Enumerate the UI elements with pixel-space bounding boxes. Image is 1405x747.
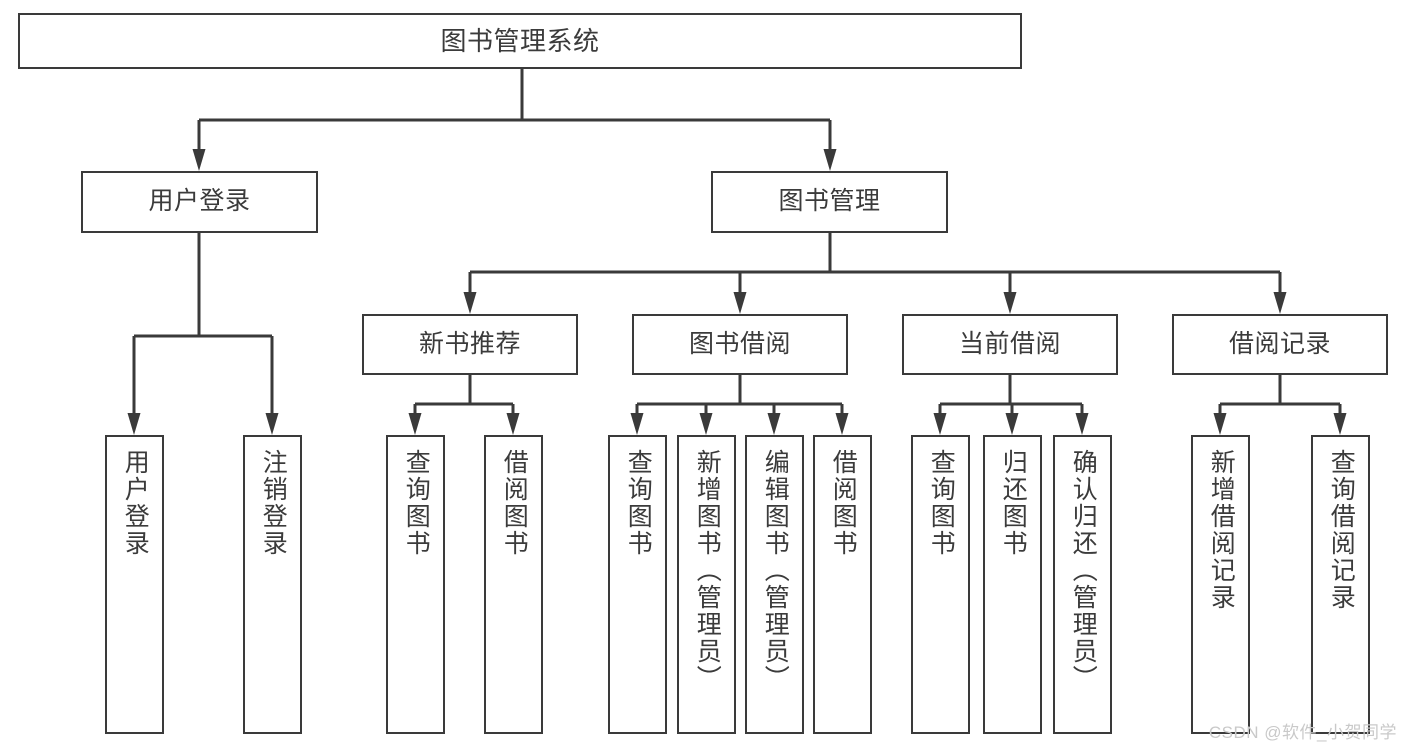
node-leaf-query-book-1[interactable]: 查询图书	[386, 435, 445, 734]
node-leaf-query-record[interactable]: 查询借阅记录	[1311, 435, 1370, 734]
node-label-leaf-add-book: 新增图书（管理员）	[693, 449, 722, 692]
node-label-leaf-confirm-return: 确认归还（管理员）	[1069, 449, 1098, 692]
node-label-leaf-query-record: 查询借阅记录	[1327, 449, 1356, 611]
node-label-book-admin: 图书管理	[778, 187, 881, 216]
node-book-borrow[interactable]: 图书借阅	[632, 314, 848, 375]
conn-book-borrow-arrowhead-2	[767, 413, 781, 435]
node-leaf-logout[interactable]: 注销登录	[243, 435, 302, 734]
node-label-leaf-user-login: 用户登录	[121, 449, 150, 557]
node-leaf-query-book-3[interactable]: 查询图书	[911, 435, 970, 734]
node-leaf-query-book-2[interactable]: 查询图书	[608, 435, 667, 734]
node-label-leaf-borrow-book-2: 借阅图书	[829, 449, 858, 557]
node-label-leaf-return-book: 归还图书	[999, 449, 1028, 557]
conn-root-arrowhead-1	[823, 149, 837, 171]
conn-book-borrow-arrowhead-3	[835, 413, 849, 435]
node-label-book-borrow: 图书借阅	[688, 329, 791, 358]
node-label-leaf-borrow-book-1: 借阅图书	[500, 449, 529, 557]
node-leaf-borrow-book-2[interactable]: 借阅图书	[813, 435, 872, 734]
node-label-leaf-query-book-3: 查询图书	[927, 449, 956, 557]
conn-book-admin-arrowhead-1	[733, 292, 747, 314]
node-borrow-record[interactable]: 借阅记录	[1172, 314, 1388, 375]
conn-book-admin-arrowhead-2	[1003, 292, 1017, 314]
node-label-current-borrow: 当前借阅	[958, 329, 1061, 358]
node-label-leaf-query-book-1: 查询图书	[402, 449, 431, 557]
conn-book-borrow-arrowhead-1	[699, 413, 713, 435]
node-leaf-return-book[interactable]: 归还图书	[983, 435, 1042, 734]
node-label-borrow-record: 借阅记录	[1228, 329, 1331, 358]
node-leaf-add-book[interactable]: 新增图书（管理员）	[677, 435, 736, 734]
conn-borrow-record-arrowhead-0	[1213, 413, 1227, 435]
node-leaf-edit-book[interactable]: 编辑图书（管理员）	[745, 435, 804, 734]
conn-user-login-arrowhead-1	[265, 413, 279, 435]
node-label-root: 图书管理系统	[440, 25, 600, 56]
conn-book-admin-arrowhead-3	[1273, 292, 1287, 314]
conn-new-book-rec-arrowhead-0	[408, 413, 422, 435]
conn-book-admin-arrowhead-0	[463, 292, 477, 314]
conn-borrow-record-arrowhead-1	[1333, 413, 1347, 435]
conn-current-borrow-arrowhead-2	[1075, 413, 1089, 435]
node-book-admin[interactable]: 图书管理	[711, 171, 948, 233]
node-label-leaf-edit-book: 编辑图书（管理员）	[761, 449, 790, 692]
conn-current-borrow-arrowhead-0	[933, 413, 947, 435]
node-leaf-user-login[interactable]: 用户登录	[105, 435, 164, 734]
node-label-user-login: 用户登录	[148, 187, 251, 216]
node-user-login[interactable]: 用户登录	[81, 171, 318, 233]
node-label-leaf-add-record: 新增借阅记录	[1207, 449, 1236, 611]
node-label-leaf-query-book-2: 查询图书	[624, 449, 653, 557]
node-current-borrow[interactable]: 当前借阅	[902, 314, 1118, 375]
node-label-leaf-logout: 注销登录	[259, 449, 288, 557]
node-label-new-book-rec: 新书推荐	[418, 329, 521, 358]
node-leaf-borrow-book-1[interactable]: 借阅图书	[484, 435, 543, 734]
node-new-book-rec[interactable]: 新书推荐	[362, 314, 578, 375]
conn-root-arrowhead-0	[192, 149, 206, 171]
conn-book-borrow-arrowhead-0	[630, 413, 644, 435]
node-leaf-add-record[interactable]: 新增借阅记录	[1191, 435, 1250, 734]
conn-user-login-arrowhead-0	[127, 413, 141, 435]
conn-current-borrow-arrowhead-1	[1005, 413, 1019, 435]
node-leaf-confirm-return[interactable]: 确认归还（管理员）	[1053, 435, 1112, 734]
conn-new-book-rec-arrowhead-1	[506, 413, 520, 435]
node-root[interactable]: 图书管理系统	[18, 13, 1022, 69]
